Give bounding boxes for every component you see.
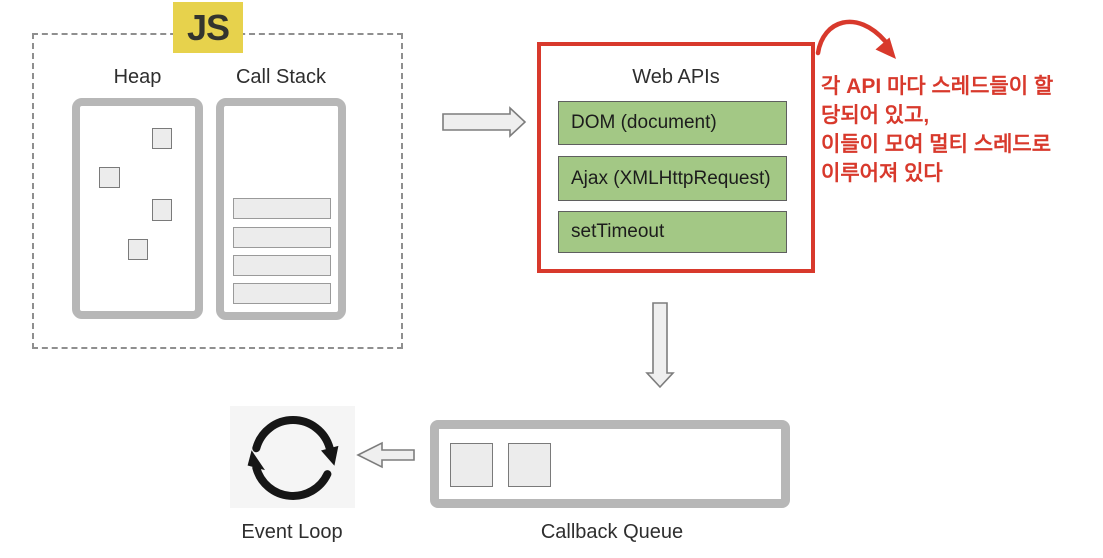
annotation-line: 이들이 모여 멀티 스레드로	[821, 133, 1052, 156]
stack-frame-bar	[233, 283, 331, 304]
call-stack-label: Call Stack	[235, 66, 327, 88]
callback-task-square	[508, 443, 551, 487]
left-arrow-icon	[356, 441, 415, 469]
callback-queue-label: Callback Queue	[540, 521, 684, 543]
heap-label: Heap	[113, 66, 162, 88]
heap-object-square	[128, 239, 148, 260]
down-arrow-icon	[645, 302, 675, 389]
api-item-ajax: Ajax (XMLHttpRequest)	[558, 156, 787, 201]
event-loop-label: Event Loop	[241, 521, 343, 543]
web-apis-title: Web APIs	[632, 66, 720, 88]
api-item-dom: DOM (document)	[558, 101, 787, 145]
annotation-line: 이루어져 있다	[821, 162, 943, 185]
heap-object-square	[152, 199, 172, 221]
stack-frame-bar	[233, 227, 331, 248]
annotation-line: 각 API 마다 스레드들이 할	[821, 75, 1054, 98]
stack-frame-bar	[233, 198, 331, 219]
js-badge-label: JS	[186, 6, 230, 48]
heap-object-square	[99, 167, 120, 188]
callback-queue-box	[430, 420, 790, 508]
heap-box	[72, 98, 203, 319]
js-logo-badge: JS	[173, 2, 243, 53]
stack-frame-bar	[233, 255, 331, 276]
api-item-settimeout: setTimeout	[558, 211, 787, 253]
heap-object-square	[152, 128, 172, 149]
red-curved-arrow-icon	[815, 19, 896, 59]
event-loop-cycle-icon	[247, 416, 339, 500]
right-arrow-icon	[442, 106, 527, 138]
callback-task-square	[450, 443, 493, 487]
thread-annotation: 각 API 마다 스레드들이 할 당되어 있고, 이들이 모여 멀티 스레드로 …	[821, 72, 1101, 188]
annotation-line: 당되어 있고,	[821, 104, 930, 127]
